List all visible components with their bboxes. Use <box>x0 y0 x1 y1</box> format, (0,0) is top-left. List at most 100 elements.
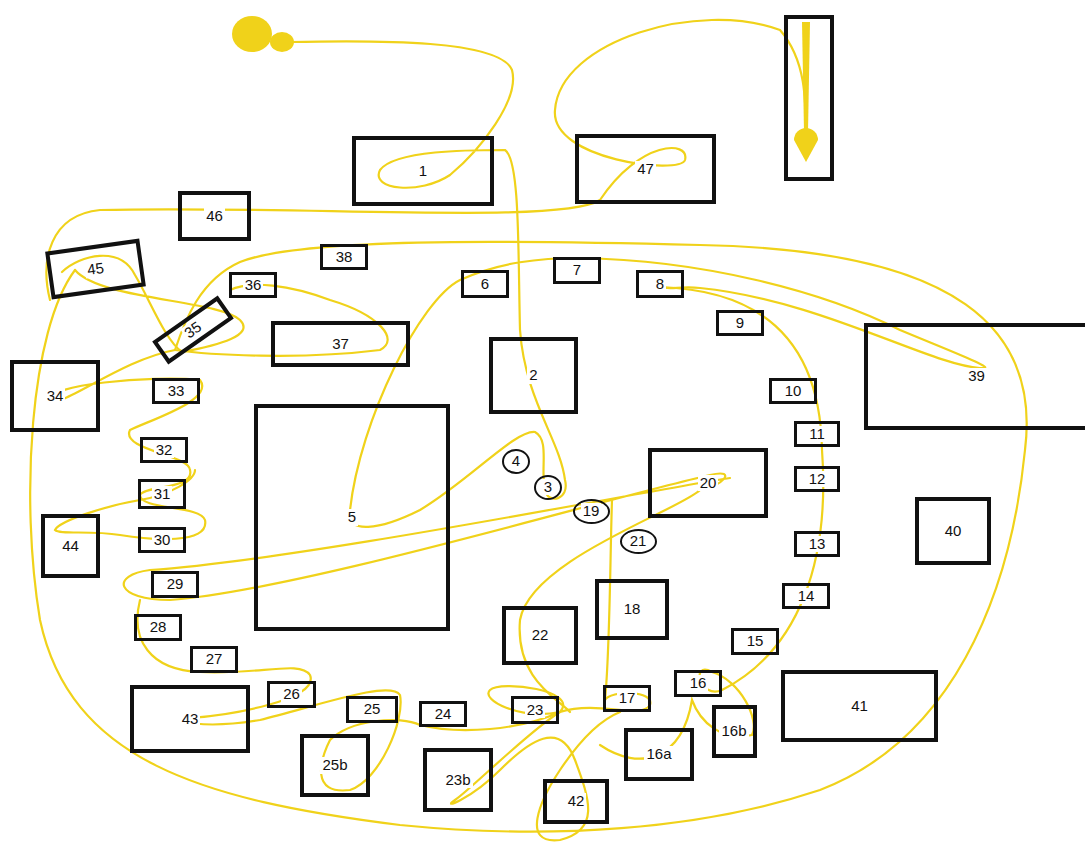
booth-number: 20 <box>698 475 719 492</box>
booth-circle: 3 <box>534 475 562 500</box>
booth-number: 36 <box>243 277 264 294</box>
booth-box: 42 <box>543 779 609 824</box>
booth-box: 30 <box>138 527 186 553</box>
booth-box: 10 <box>769 378 817 404</box>
booth-number: 45 <box>84 259 107 278</box>
booth-box: 46 <box>178 191 251 241</box>
booth-box: 27 <box>190 646 238 673</box>
booth-box: 5 <box>254 404 450 631</box>
booth-number: 9 <box>734 315 746 332</box>
booth-box: 45 <box>45 239 146 300</box>
booth-box: 34 <box>10 360 100 432</box>
booth-number: 28 <box>148 619 169 636</box>
booth-number: 16 <box>688 675 709 692</box>
push-pin <box>802 22 810 132</box>
booth-box: 40 <box>915 497 991 565</box>
booth-number: 35 <box>180 317 206 342</box>
booth-number: 19 <box>581 503 602 520</box>
booth-box: 43 <box>130 685 250 753</box>
booth-number: 25 <box>362 701 383 718</box>
booth-number: 31 <box>152 486 173 503</box>
booth-box: 18 <box>595 579 669 640</box>
booth-box: 31 <box>138 479 186 509</box>
booth-number: 24 <box>433 706 454 723</box>
booth-box: 25b <box>300 734 370 797</box>
booth-number: 44 <box>60 538 81 555</box>
start-pin <box>270 32 294 52</box>
booth-box: 28 <box>134 614 182 641</box>
booth-circle: 19 <box>573 499 610 524</box>
booth-number: 6 <box>479 276 491 293</box>
booth-number: 43 <box>180 711 201 728</box>
booth-number: 15 <box>745 633 766 650</box>
booth-number: 4 <box>510 453 522 470</box>
booth-box: 9 <box>716 310 764 336</box>
tour-route <box>30 20 1027 840</box>
booth-number: 40 <box>943 523 964 540</box>
booth-box: 44 <box>41 514 100 578</box>
booth-number: 7 <box>571 262 583 279</box>
booth-number: 2 <box>527 367 539 384</box>
booth-number: 14 <box>796 588 817 605</box>
booth-number: 39 <box>966 368 987 385</box>
booth-number: 22 <box>530 627 551 644</box>
start-pin <box>232 16 272 52</box>
booth-box: 23 <box>511 696 559 724</box>
booth-number: 26 <box>281 686 302 703</box>
booth-number: 10 <box>783 383 804 400</box>
booth-box: 32 <box>140 437 188 463</box>
booth-box: 8 <box>636 270 684 298</box>
booth-box: 6 <box>461 270 509 298</box>
booth-box: 16b <box>712 705 757 758</box>
booth-number: 33 <box>166 383 187 400</box>
booth-number: 13 <box>807 536 828 553</box>
booth-box: 22 <box>502 606 578 665</box>
booth-number: 11 <box>807 426 827 443</box>
booth-number: 30 <box>152 532 173 549</box>
booth-number: 42 <box>566 793 587 810</box>
booth-box: 12 <box>794 466 840 492</box>
booth-box: 41 <box>781 670 938 742</box>
booth-number: 46 <box>204 208 225 225</box>
booth-number: 38 <box>334 249 355 266</box>
booth-box: 24 <box>419 701 467 727</box>
pin-holder <box>786 17 832 179</box>
booth-box: 16a <box>624 728 694 781</box>
booth-box: 17 <box>603 685 651 712</box>
booth-number: 12 <box>807 471 828 488</box>
booth-number: 23 <box>525 702 546 719</box>
booth-box: 13 <box>794 531 840 557</box>
booth-number: 1 <box>417 163 429 180</box>
booth-circle: 4 <box>502 449 530 474</box>
booth-box: 25 <box>346 696 398 723</box>
booth-number: 16b <box>719 723 748 740</box>
booth-number: 41 <box>849 698 870 715</box>
booth-box: 39 <box>864 323 1085 430</box>
booth-circle: 21 <box>620 529 657 554</box>
booth-box: 20 <box>648 448 768 518</box>
booth-box: 47 <box>575 134 716 204</box>
booth-number: 27 <box>204 651 225 668</box>
booth-box: 37 <box>271 321 410 367</box>
booth-number: 29 <box>165 576 186 593</box>
booth-number: 3 <box>542 479 554 496</box>
booth-box: 11 <box>794 421 840 447</box>
booth-box: 15 <box>731 628 779 655</box>
booth-box: 1 <box>352 136 494 206</box>
booth-box: 23b <box>423 748 493 812</box>
booth-number: 17 <box>617 690 638 707</box>
booth-box: 7 <box>553 257 601 284</box>
booth-number: 18 <box>622 601 643 618</box>
booth-number: 32 <box>154 442 175 459</box>
booth-number: 5 <box>346 509 358 526</box>
booth-box: 2 <box>489 337 578 414</box>
booth-box: 33 <box>152 378 200 404</box>
booth-number: 37 <box>330 336 351 353</box>
booth-box: 16 <box>674 670 722 697</box>
booth-number: 8 <box>654 276 666 293</box>
booth-number: 47 <box>635 161 656 178</box>
booth-number: 21 <box>628 533 649 550</box>
booth-number: 34 <box>45 388 66 405</box>
booth-number: 25b <box>320 757 349 774</box>
booth-box: 26 <box>267 681 316 708</box>
